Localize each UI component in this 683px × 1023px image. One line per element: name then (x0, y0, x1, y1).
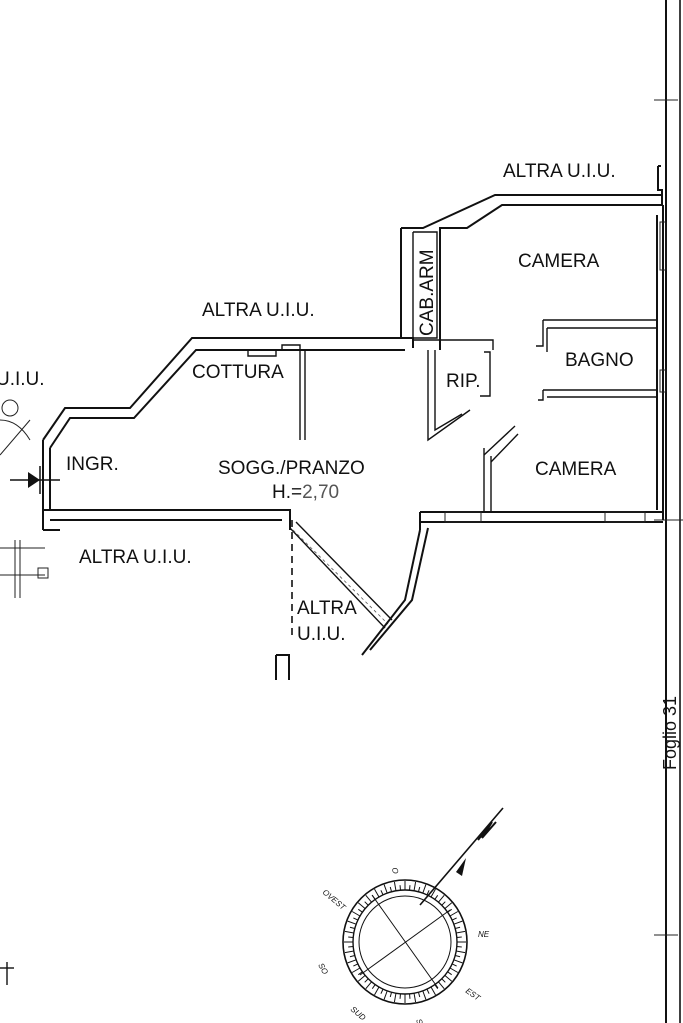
compass-rose-icon: O OVEST NE SO EST SUD S (316, 867, 490, 1023)
compass-tick (349, 926, 355, 930)
compass-tick (365, 894, 372, 903)
compass-o-label: O (390, 867, 400, 875)
compass-tick (351, 911, 361, 917)
label-altra-uiu-mid: ALTRA U.I.U. (202, 300, 315, 321)
outer-walls (42, 165, 664, 531)
compass-tick (455, 954, 461, 958)
compass-tick (417, 992, 421, 998)
compass-tick (344, 930, 354, 934)
compass-tick (389, 992, 393, 998)
compass-est-label: EST (464, 986, 483, 1003)
label-bagno: BAGNO (565, 350, 634, 371)
compass-tick (364, 901, 369, 906)
compass-tick (374, 986, 380, 996)
compass-tick (434, 984, 439, 989)
label-sogg-pranzo: SOGG./PRANZO (218, 458, 365, 479)
compass-tick (413, 881, 417, 891)
compass-tick (383, 884, 388, 894)
compass-tick (380, 988, 384, 994)
label-ingr: INGR. (66, 454, 119, 475)
compass-tick (451, 963, 457, 967)
label-cab-arm: CAB.ARM (417, 249, 438, 336)
compass-tick (453, 959, 463, 964)
label-altra-bottom-line1: ALTRA (297, 598, 357, 619)
compass-tick (441, 978, 446, 983)
compass-tick (389, 886, 393, 892)
compass-tick (351, 967, 361, 973)
compass-tick (455, 926, 461, 930)
compass-tick (357, 902, 366, 909)
compass-ne-label: NE (478, 930, 490, 939)
label-camera-top: CAMERA (518, 251, 600, 272)
compass-tick (417, 886, 421, 892)
label-altra-uiu-top-right: ALTRA U.I.U. (503, 161, 616, 182)
inner-walls (247, 231, 657, 512)
compass-tick (426, 988, 430, 994)
compass-tick (451, 917, 457, 921)
compass-tick (447, 971, 452, 976)
compass-tick (430, 986, 436, 996)
compass-tick (434, 895, 439, 900)
compass-so-label: SO (316, 962, 330, 977)
compass-ovest-label: OVEST (321, 888, 348, 913)
compass-tick (365, 981, 372, 990)
compass-s-label: S (414, 1018, 425, 1023)
label-camera-bottom: CAMERA (535, 459, 617, 480)
compass-tick (449, 911, 459, 917)
entrance-detail (0, 399, 60, 598)
compass-tick (353, 963, 359, 967)
compass-tick (413, 993, 417, 1003)
lower-boundary (275, 520, 429, 680)
compass-sud-label: SUD (349, 1005, 368, 1023)
cross-mark (0, 962, 14, 985)
north-arrow-icon (419, 807, 504, 906)
sheet-side-label: Foglio 31 (660, 696, 680, 770)
compass-tick (383, 990, 388, 1000)
compass-tick (349, 954, 355, 958)
compass-tick (347, 920, 357, 925)
compass-tick (358, 908, 363, 913)
label-uiu-left: U.I.U. (0, 369, 45, 390)
compass-tick (347, 959, 357, 964)
label-altra-uiu-bottom-left: ALTRA U.I.U. (79, 547, 192, 568)
compass-tick (353, 917, 359, 921)
compass-tick (449, 967, 459, 973)
compass-tick (374, 888, 380, 898)
windows-right (444, 221, 667, 523)
compass-tick (453, 920, 463, 925)
compass-tick (426, 890, 430, 896)
label-cottura: COTTURA (192, 362, 284, 383)
sheet-border-right (654, 0, 683, 1023)
label-height: H.=2,70 (272, 482, 339, 503)
compass-tick (364, 978, 369, 983)
compass-tick (358, 971, 363, 976)
compass-tick (456, 930, 466, 934)
compass-tick (344, 950, 354, 954)
compass-tick (430, 888, 436, 898)
compass-tick (441, 901, 446, 906)
compass-tick (357, 975, 366, 982)
compass-tick (444, 902, 453, 909)
compass-tick (393, 881, 397, 891)
compass-tick (422, 884, 427, 894)
compass-tick (380, 890, 384, 896)
label-rip: RIP. (446, 371, 481, 392)
compass-tick (456, 950, 466, 954)
label-altra-bottom-line2: U.I.U. (297, 624, 346, 645)
compass-tick (422, 990, 427, 1000)
compass-tick (444, 975, 453, 982)
compass-tick (438, 894, 445, 903)
compass-tick (393, 993, 397, 1003)
compass-tick (371, 984, 376, 989)
compass-tick (438, 981, 445, 990)
